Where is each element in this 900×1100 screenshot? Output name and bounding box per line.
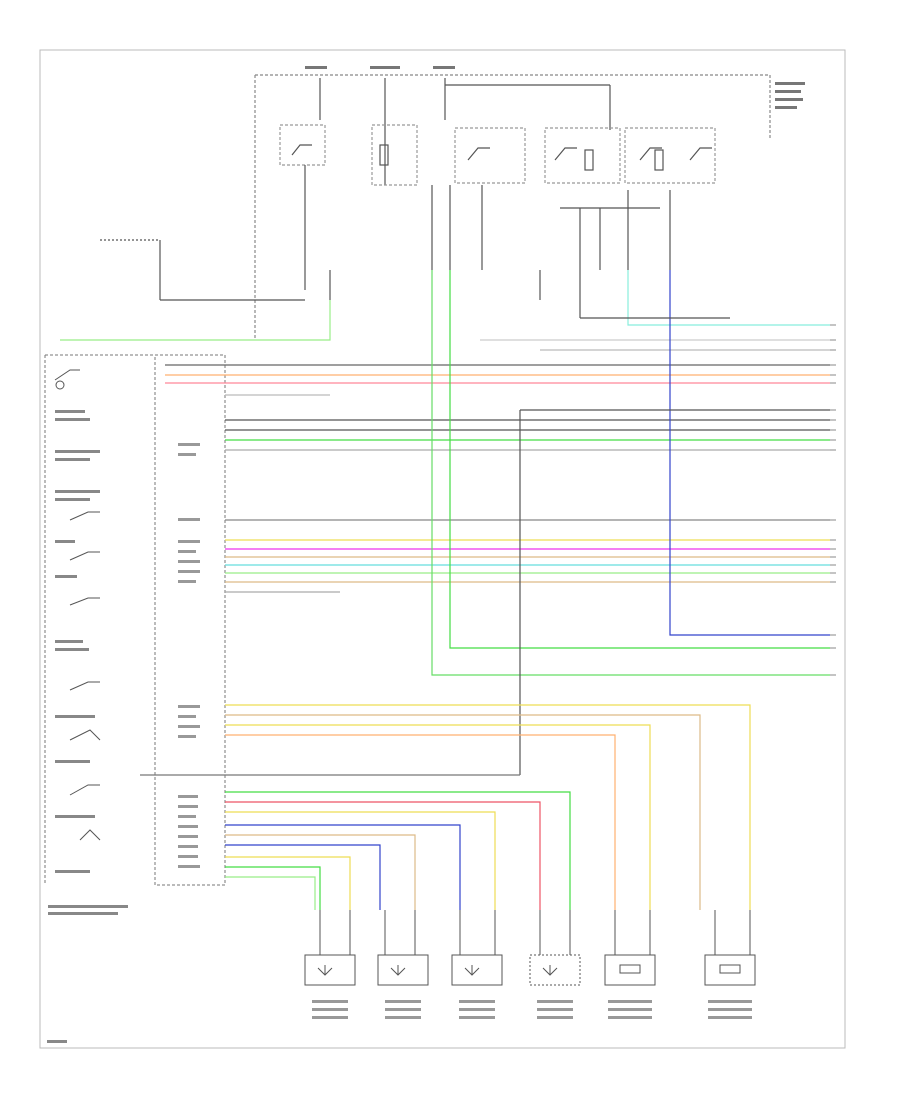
harness-wires-upper	[165, 339, 830, 593]
motor-icon	[304, 954, 356, 986]
motor-icon	[451, 954, 503, 986]
harness-wires-lower	[140, 704, 751, 910]
sensor-icon	[604, 954, 656, 986]
top-power-distribution	[100, 74, 771, 340]
diagram-frame	[39, 49, 846, 1049]
fuse-labels	[305, 66, 805, 109]
control-module	[44, 354, 226, 886]
left-switch-labels	[47, 410, 128, 1043]
left-switch-column	[54, 369, 101, 841]
motor-icon	[377, 954, 429, 986]
bottom-components	[304, 910, 756, 986]
bottom-component-labels	[312, 1000, 752, 1019]
sensor-icon	[704, 954, 756, 986]
motor-icon	[529, 954, 581, 986]
harness-wires-vertical	[60, 270, 830, 775]
right-edge-connectors	[830, 324, 836, 676]
module-pin-labels	[178, 443, 200, 868]
